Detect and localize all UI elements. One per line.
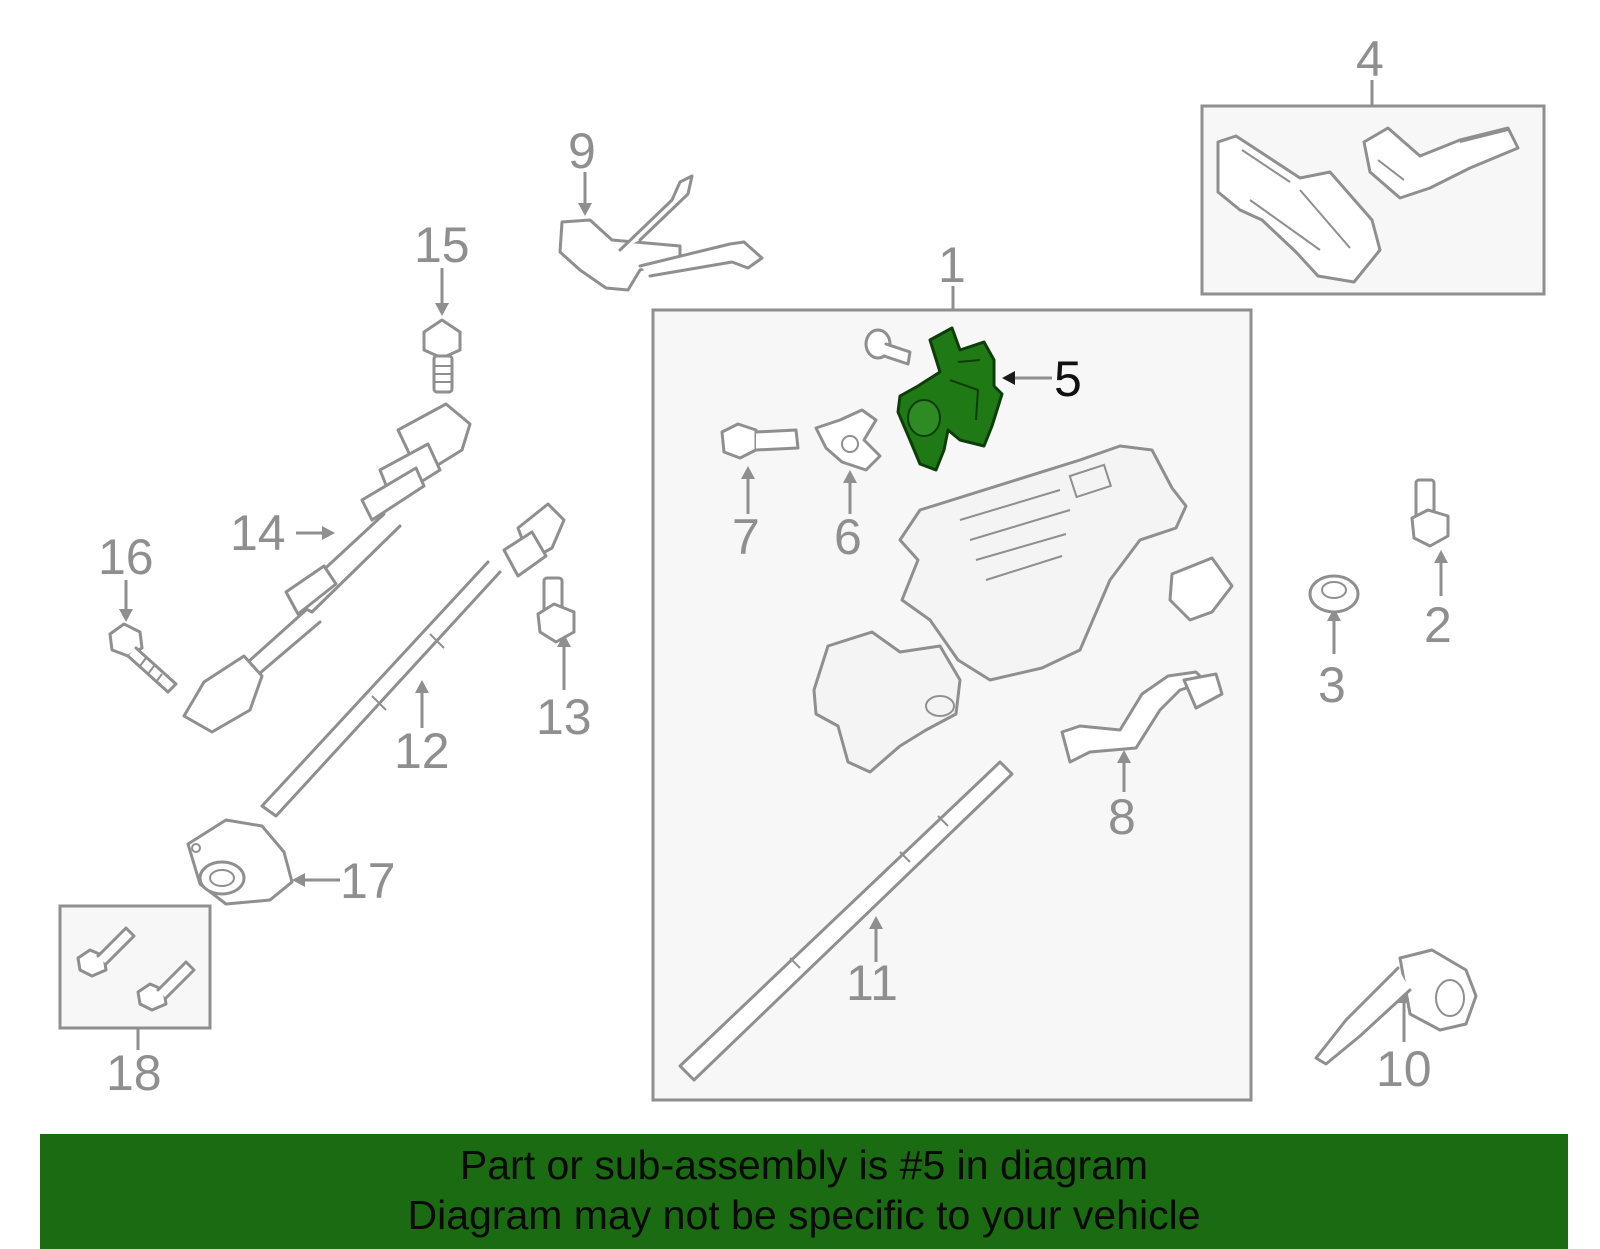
part-11-shaft [678,760,1014,1082]
callout-12: 12 [394,723,450,779]
info-banner: Part or sub-assembly is #5 in diagram Di… [40,1134,1568,1249]
part-6-clip [814,408,882,472]
part-14-shaft [182,402,472,734]
part-13-bolt [536,576,576,644]
callout-6: 6 [834,509,862,565]
callout-14: 14 [230,505,286,561]
part-2-bolt [1410,478,1450,548]
leader-lines [119,80,1448,1050]
callout-4: 4 [1356,31,1384,87]
part-18-bolts [76,926,196,1012]
banner-line-1: Part or sub-assembly is #5 in diagram [459,1142,1149,1188]
banner-line-2: Diagram may not be specific to your vehi… [407,1192,1201,1238]
callout-8: 8 [1108,789,1136,845]
part-4-switches [1216,126,1520,284]
callout-3: 3 [1318,657,1346,713]
callout-17: 17 [340,853,396,909]
callout-1: 1 [938,237,966,293]
callout-11: 11 [846,955,898,1011]
part-17-seal [186,818,294,906]
part-screw [864,328,912,366]
callout-15: 15 [414,217,470,273]
callout-10: 10 [1376,1041,1432,1097]
callout-13: 13 [536,689,592,745]
part-9-bracket [558,174,764,292]
callout-5: 5 [1054,351,1082,407]
callout-9: 9 [568,123,596,179]
part-10-sensor [1314,948,1478,1066]
callout-2: 2 [1424,597,1452,653]
part-7-bolt [720,422,800,460]
callout-16: 16 [98,529,154,585]
part-16-bolt [108,622,178,694]
part-15-bolt [422,318,462,394]
part-8-harness [1060,670,1224,764]
part-12-shaft [260,502,566,818]
part-5-highlighted [896,326,1004,472]
part-1-column [812,444,1234,774]
callout-18: 18 [106,1045,162,1101]
callout-7: 7 [732,509,760,565]
part-3-nut [1308,574,1360,614]
